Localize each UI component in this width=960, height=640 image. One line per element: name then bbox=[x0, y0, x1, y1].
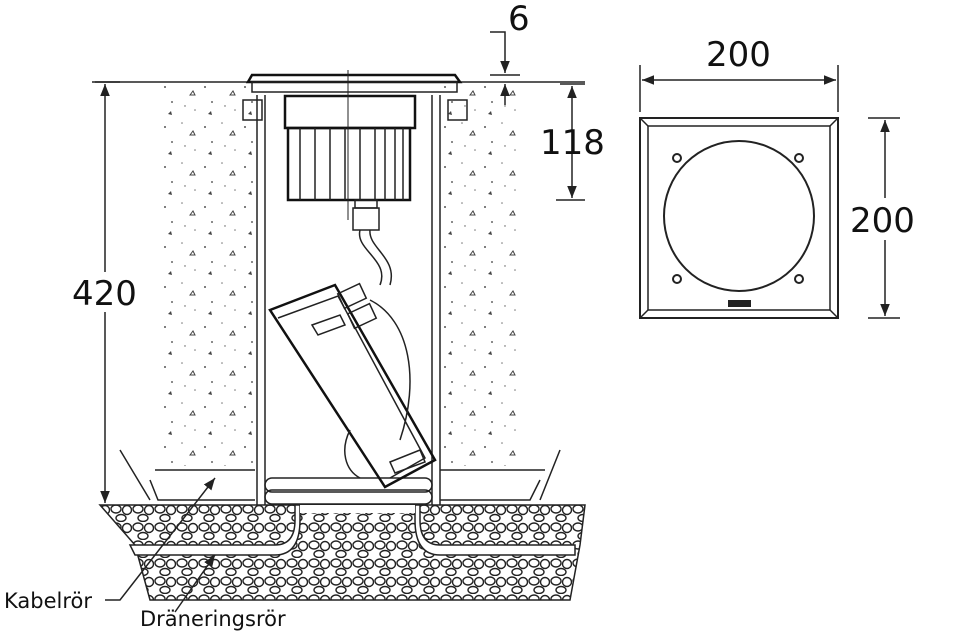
housing-tube bbox=[256, 95, 441, 505]
dimension-flange: 6 bbox=[490, 0, 530, 105]
concrete-fill bbox=[119, 86, 561, 501]
screw-icons bbox=[672, 153, 804, 284]
dimension-depth: 118 bbox=[540, 83, 605, 201]
dimension-width: 200 bbox=[639, 35, 839, 112]
dimension-total: 420 bbox=[68, 81, 144, 503]
fixture-head bbox=[242, 70, 468, 286]
dimension-height: 200 bbox=[848, 117, 924, 319]
dimension-118-label: 118 bbox=[540, 123, 605, 163]
junction-box bbox=[268, 282, 437, 489]
cable-pipe-label: Kabelrör bbox=[4, 589, 92, 613]
drain-pipe-label: Dräneringsrör bbox=[140, 607, 286, 631]
pipe-leaders: Kabelrör Dräneringsrör bbox=[4, 477, 286, 631]
dimension-6-label: 6 bbox=[508, 0, 530, 39]
dimension-420-label: 420 bbox=[72, 274, 137, 314]
top-view bbox=[639, 117, 839, 319]
gravel-bed bbox=[98, 504, 586, 601]
dimension-width-label: 200 bbox=[706, 35, 771, 75]
dimension-height-label: 200 bbox=[850, 201, 915, 241]
